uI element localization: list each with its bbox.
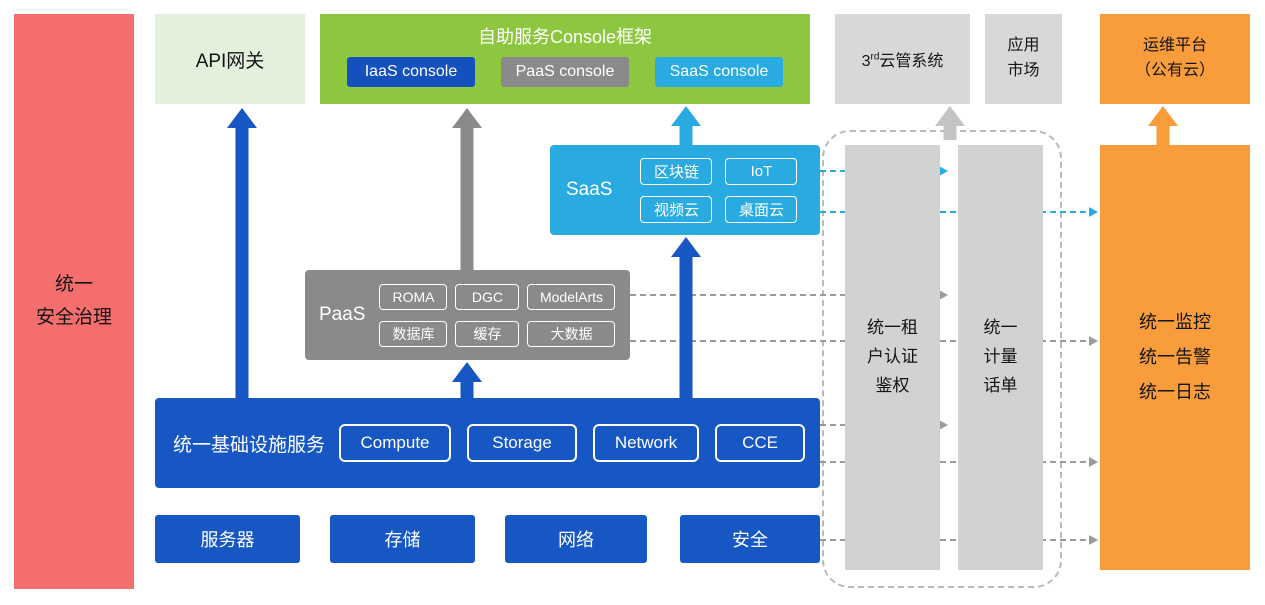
arrow-saas-to-console xyxy=(670,106,702,145)
paas-item-cache: 缓存 xyxy=(455,320,520,347)
infrastructure-label: 统一基础设施服务 xyxy=(173,434,326,456)
paas-item-dgc: DGC xyxy=(455,283,520,310)
third-party-cloud-mgmt-label: 3rd云管系统 xyxy=(862,47,944,71)
infra-item-compute: Compute xyxy=(339,424,452,462)
paas-layer-box: PaaS ROMA DGC ModelArts 数据库 缓存 大数据 xyxy=(305,270,630,360)
paas-item-bigdata: 大数据 xyxy=(527,320,616,347)
dashed-paas-to-auth xyxy=(630,290,948,300)
hardware-network-box: 网络 xyxy=(505,515,647,563)
saas-item-iot: IoT xyxy=(725,157,798,185)
saas-item-video-cloud: 视频云 xyxy=(640,195,713,223)
arrow-infra-to-saas xyxy=(670,237,702,398)
paas-item-modelarts: ModelArts xyxy=(527,283,616,310)
paas-services-grid: ROMA DGC ModelArts 数据库 缓存 大数据 xyxy=(379,283,616,347)
console-framework-title: 自助服务Console框架 xyxy=(477,27,653,47)
third-party-cloud-mgmt-box: 3rd云管系统 xyxy=(835,14,970,104)
paas-item-database: 数据库 xyxy=(379,320,448,347)
common-services-dashed-group xyxy=(822,130,1062,588)
tenant-auth-bar: 统一租 户认证 鉴权 xyxy=(845,145,940,570)
console-framework-box: 自助服务Console框架 IaaS console PaaS console … xyxy=(320,14,810,104)
third-party-sup: rd xyxy=(870,51,880,63)
app-market-box: 应用 市场 xyxy=(985,14,1062,104)
iaas-console-chip: IaaS console xyxy=(347,57,475,87)
saas-item-desktop-cloud: 桌面云 xyxy=(725,195,798,223)
infra-item-network: Network xyxy=(593,424,700,462)
paas-item-roma: ROMA xyxy=(379,283,448,310)
arrow-common-to-third-party-cms xyxy=(934,106,966,140)
saas-item-blockchain: 区块链 xyxy=(640,157,713,185)
api-gateway-box: API网关 xyxy=(155,14,305,104)
arrow-paas-to-console xyxy=(451,108,483,270)
saas-layer-label: SaaS xyxy=(566,179,613,200)
ops-platform-box: 运维平台 （公有云） xyxy=(1100,14,1250,104)
saas-console-chip: SaaS console xyxy=(655,57,783,87)
paas-layer-label: PaaS xyxy=(319,304,366,325)
infra-item-storage: Storage xyxy=(467,424,578,462)
third-party-suffix: 云管系统 xyxy=(879,53,944,70)
arrow-infra-to-api-gateway xyxy=(226,108,258,398)
hardware-server-box: 服务器 xyxy=(155,515,300,563)
security-governance-bar: 统一 安全治理 xyxy=(14,14,134,589)
third-party-prefix: 3 xyxy=(861,53,871,70)
paas-console-chip: PaaS console xyxy=(501,57,629,87)
infra-item-cce: CCE xyxy=(715,424,806,462)
console-chip-row: IaaS console PaaS console SaaS console xyxy=(347,57,783,87)
monitoring-alerting-logging-box: 统一监控 统一告警 统一日志 xyxy=(1100,145,1250,570)
hardware-security-box: 安全 xyxy=(680,515,820,563)
metering-billing-bar: 统一 计量 话单 xyxy=(958,145,1043,570)
arrow-infra-to-paas xyxy=(451,362,483,398)
hardware-storage-box: 存储 xyxy=(330,515,475,563)
infrastructure-services-row: Compute Storage Network CCE xyxy=(339,424,806,462)
saas-layer-box: SaaS 区块链 IoT 视频云 桌面云 xyxy=(550,145,820,235)
infrastructure-layer-box: 统一基础设施服务 Compute Storage Network CCE xyxy=(155,398,820,488)
saas-services-grid: 区块链 IoT 视频云 桌面云 xyxy=(640,157,798,223)
arrow-monitor-to-ops-platform xyxy=(1147,106,1179,145)
